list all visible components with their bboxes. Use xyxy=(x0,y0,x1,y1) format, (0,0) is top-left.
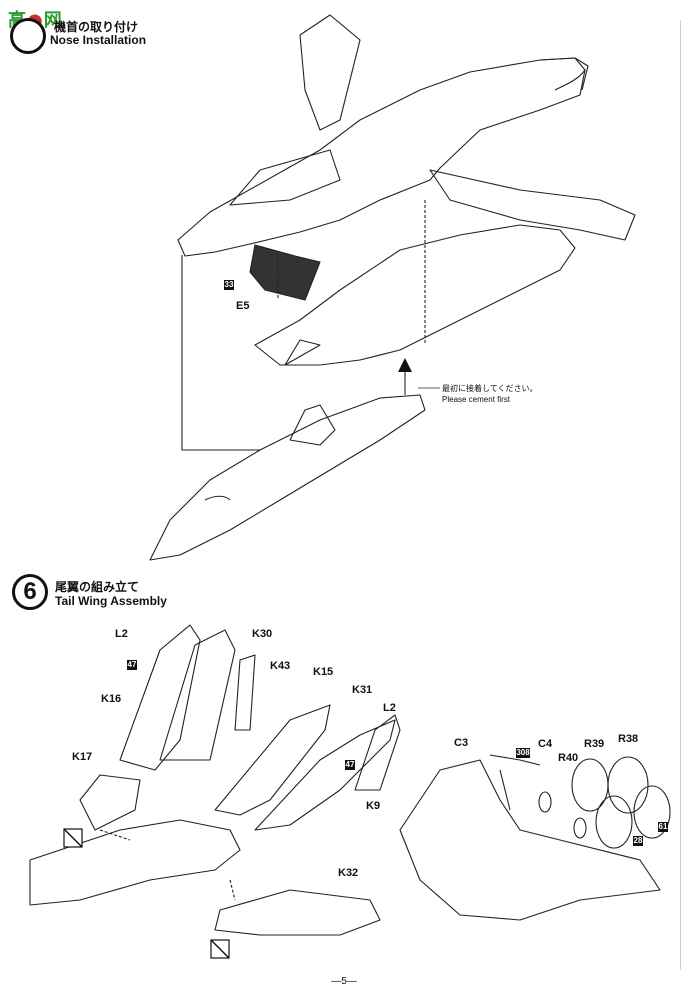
part-label-k32: K32 xyxy=(338,867,359,879)
part-label-r38: R38 xyxy=(618,733,639,745)
cement-note: 最初に接着してください。 Please cement first xyxy=(442,383,538,405)
part-label-l2-b: L2 xyxy=(383,702,396,714)
part-ref-61: 61 xyxy=(658,822,668,832)
step-6-title-jp: 尾翼の組み立て xyxy=(55,580,140,594)
step-5-title-jp: 機首の取り付け xyxy=(54,20,139,34)
part-label-k17: K17 xyxy=(72,751,93,763)
part-label-k15: K15 xyxy=(313,666,334,678)
part-label-k30: K30 xyxy=(252,628,273,640)
cement-note-jp: 最初に接着してください。 xyxy=(442,384,538,393)
part-label-k9: K9 xyxy=(366,800,381,812)
part-ref-28: 28 xyxy=(633,836,643,846)
part-label-e5: E5 xyxy=(236,300,250,312)
cement-note-en: Please cement first xyxy=(442,395,511,404)
step-5-title-en: Nose Installation xyxy=(50,33,147,47)
part-label-k43: K43 xyxy=(270,660,291,672)
part-label-r39: R39 xyxy=(584,738,605,750)
part-ref-47: 47 xyxy=(127,660,137,670)
part-label-c4: C4 xyxy=(538,738,553,750)
page-number: —5— xyxy=(331,976,357,987)
part-label-k31: K31 xyxy=(352,684,373,696)
part-ref-47-b: 47 xyxy=(345,760,355,770)
step-6-title-en: Tail Wing Assembly xyxy=(55,594,167,608)
cement-arrow-head xyxy=(398,358,412,372)
part-label-c3: C3 xyxy=(454,737,469,749)
part-ref-308: 308 xyxy=(516,748,530,758)
step-5-badge xyxy=(10,18,46,54)
step-6-badge: 6 xyxy=(12,574,48,610)
part-label-k16: K16 xyxy=(101,693,122,705)
part-label-r40: R40 xyxy=(558,752,579,764)
part-label-l2: L2 xyxy=(115,628,128,640)
part-ref-33: 33 xyxy=(224,280,234,290)
no-cement-symbol-1 xyxy=(63,828,83,848)
page-edge-line xyxy=(680,20,681,970)
no-cement-symbol-2 xyxy=(210,939,230,959)
